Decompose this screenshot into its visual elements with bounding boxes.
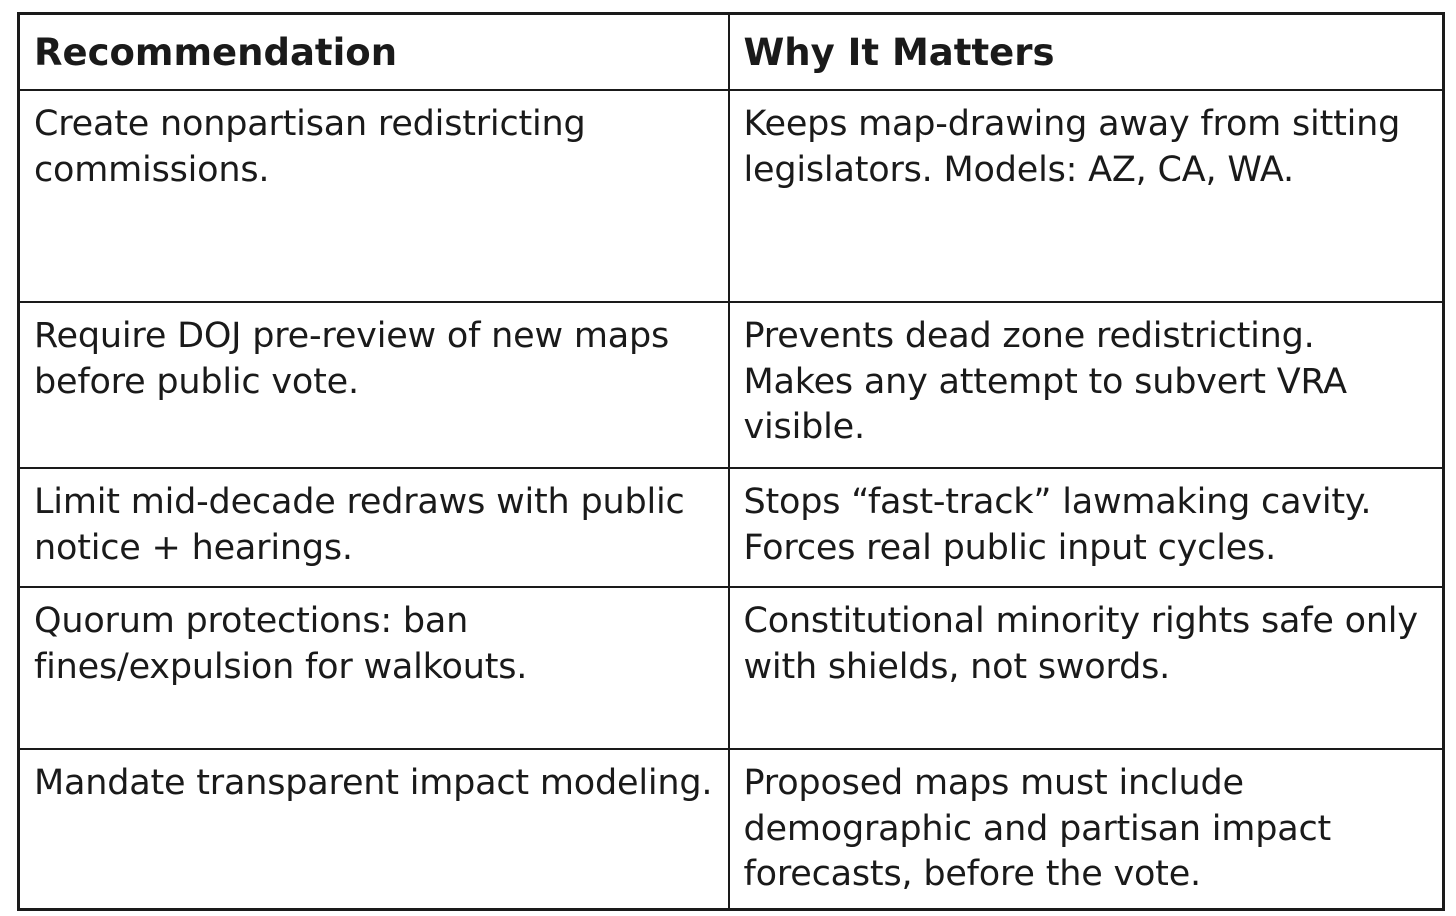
recommendation-cell: Create nonpartisan redistricting commiss… bbox=[17, 89, 730, 304]
recommendation-cell: Require DOJ pre-review of new maps befor… bbox=[17, 301, 730, 470]
table-row: Require DOJ pre-review of new maps befor… bbox=[17, 301, 1445, 470]
why-it-matters-cell: Keeps map-drawing away from sitting legi… bbox=[727, 89, 1445, 304]
why-it-matters-cell: Proposed maps must include demographic a… bbox=[727, 748, 1445, 911]
recommendation-cell: Limit mid-decade redraws with public not… bbox=[17, 467, 730, 589]
recommendations-table: Recommendation Why It Matters Create non… bbox=[17, 12, 1445, 911]
table-body: Create nonpartisan redistricting commiss… bbox=[17, 89, 1445, 911]
table-row: Create nonpartisan redistricting commiss… bbox=[17, 89, 1445, 304]
header-row: Recommendation Why It Matters bbox=[17, 12, 1445, 92]
column-header-recommendation: Recommendation bbox=[17, 12, 730, 92]
recommendation-cell: Mandate transparent impact modeling. bbox=[17, 748, 730, 911]
why-it-matters-cell: Prevents dead zone redistricting. Makes … bbox=[727, 301, 1445, 470]
table-row: Quorum protections: ban fines/expulsion … bbox=[17, 586, 1445, 751]
column-header-why-it-matters: Why It Matters bbox=[727, 12, 1445, 92]
why-it-matters-cell: Constitutional minority rights safe only… bbox=[727, 586, 1445, 751]
why-it-matters-cell: Stops “fast-track” lawmaking cavity. For… bbox=[727, 467, 1445, 589]
table-row: Limit mid-decade redraws with public not… bbox=[17, 467, 1445, 589]
recommendation-cell: Quorum protections: ban fines/expulsion … bbox=[17, 586, 730, 751]
table-row: Mandate transparent impact modeling. Pro… bbox=[17, 748, 1445, 911]
table-header: Recommendation Why It Matters bbox=[17, 12, 1445, 92]
